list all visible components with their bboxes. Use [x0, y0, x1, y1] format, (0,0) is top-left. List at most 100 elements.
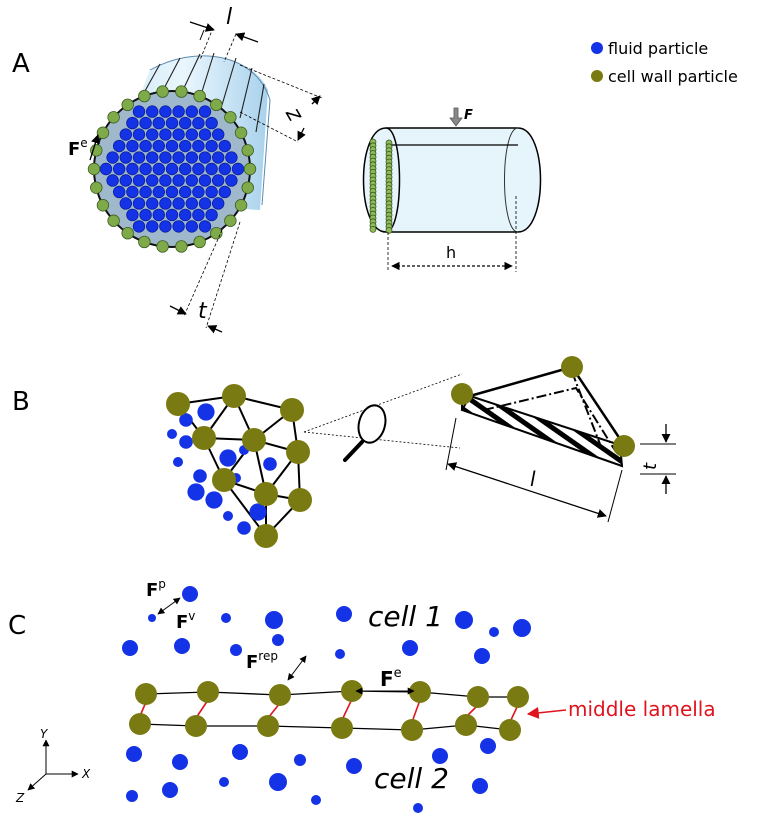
fluid-particle [218, 185, 232, 199]
fluid-particle [126, 746, 142, 762]
wall-particle [254, 524, 278, 548]
panel-label-c: C [8, 611, 26, 641]
wall-particle [129, 713, 151, 735]
force-label-f: F [464, 108, 473, 123]
lamella-link [195, 699, 209, 719]
fluid-particle [178, 139, 192, 153]
fp-label: Fp [146, 577, 166, 601]
wall-particle [401, 719, 423, 741]
wall-particle [185, 715, 207, 737]
fluid-particle [165, 162, 179, 176]
dim-l-label-a: l [226, 5, 232, 30]
wall-particle [87, 162, 101, 176]
fluid-particle [218, 139, 232, 153]
fluid-particle [167, 429, 177, 439]
wall-particle [197, 681, 219, 703]
cell-1-label: cell 1 [368, 600, 443, 633]
fluid-particle [139, 208, 152, 222]
fluid-particle [402, 640, 418, 656]
fluid-particle [145, 197, 159, 210]
dim-l-b-ext2 [607, 469, 623, 523]
fluid-particle [179, 435, 193, 449]
fluid-particle [152, 208, 166, 222]
fluid-particle [165, 185, 179, 199]
fluid-particle [198, 174, 212, 187]
axis-x-label: X [81, 767, 91, 781]
fluid-particle [237, 521, 251, 535]
fluid-particle [132, 105, 146, 118]
fluid-particle [198, 151, 212, 164]
fluid-particle [185, 220, 199, 233]
wall-particle-side [385, 226, 393, 234]
wall-particle [212, 468, 236, 492]
wall-particle [222, 384, 246, 408]
fluid-particle [152, 116, 166, 130]
fluid-particle [112, 139, 126, 153]
dim-t-arrow2 [207, 325, 223, 334]
fluid-particle [126, 139, 139, 153]
fluid-particle [218, 162, 232, 176]
fluid-particle [178, 116, 192, 130]
fluid-particle [159, 151, 172, 164]
panel-b-zoomed-element: t l [445, 356, 676, 523]
wall-particle [286, 440, 310, 464]
fluid-particle [336, 606, 352, 622]
fluid-particle [145, 151, 159, 164]
magnifier-lens [357, 404, 387, 444]
triangle-edge-top [469, 365, 573, 398]
fluid-particle [205, 185, 218, 199]
fluid-particle [172, 128, 185, 141]
fluid-particle [192, 139, 205, 153]
wall-particle [156, 85, 169, 98]
wall-particle [121, 226, 134, 240]
wall-particle [166, 392, 190, 416]
fluid-particle [126, 162, 139, 176]
wall-particle [96, 199, 110, 212]
zoom-line-top [303, 373, 463, 433]
fluid-particle [185, 174, 199, 187]
fluid-particle [205, 116, 218, 130]
fluid-particle [159, 174, 172, 187]
fluid-particle [185, 197, 199, 210]
fluid-particle [132, 220, 146, 233]
fluid-particle [232, 744, 248, 760]
wall-particle [288, 488, 312, 512]
dim-z-label-a: z [280, 102, 308, 126]
fluid-particle [205, 208, 218, 222]
dim-l-guide1 [199, 27, 214, 61]
fluid-particle [219, 449, 237, 467]
fluid-particle [165, 116, 179, 130]
wall-particle [241, 144, 254, 157]
magnifier-handle [343, 440, 364, 462]
fluid-particle [159, 197, 172, 210]
fluid-particle [272, 634, 284, 646]
fluid-particle [172, 105, 185, 118]
legend: fluid particle cell wall particle [591, 39, 738, 86]
fluid-particle [249, 503, 267, 521]
wall-particle [242, 428, 266, 452]
fluid-particle [106, 174, 119, 187]
dim-t-guide1 [205, 221, 241, 329]
fluid-particle [197, 403, 215, 421]
wall-particle [409, 681, 431, 703]
fluid-particle [172, 220, 185, 233]
fluid-particle [119, 128, 133, 141]
fv-label: Fv [176, 609, 195, 633]
panel-a-wall-particles [87, 85, 257, 253]
panel-b-mesh-edges [177, 395, 301, 537]
wall-particle [135, 683, 157, 705]
fluid-particle [223, 511, 233, 521]
fluid-particle [126, 116, 139, 130]
wall-particle [121, 98, 134, 112]
fluid-particle [221, 613, 231, 623]
fluid-particle [198, 128, 212, 141]
legend-wall-marker [591, 70, 603, 82]
fluid-particle [231, 162, 245, 176]
wall-particle [499, 719, 521, 741]
dim-l-arrow1 [189, 21, 215, 32]
fluid-particle [178, 208, 192, 222]
side-view-back-edge [504, 127, 519, 233]
dim-l-tick1 [199, 29, 205, 41]
fluid-particle [335, 649, 345, 659]
fluid-particle [152, 162, 166, 176]
